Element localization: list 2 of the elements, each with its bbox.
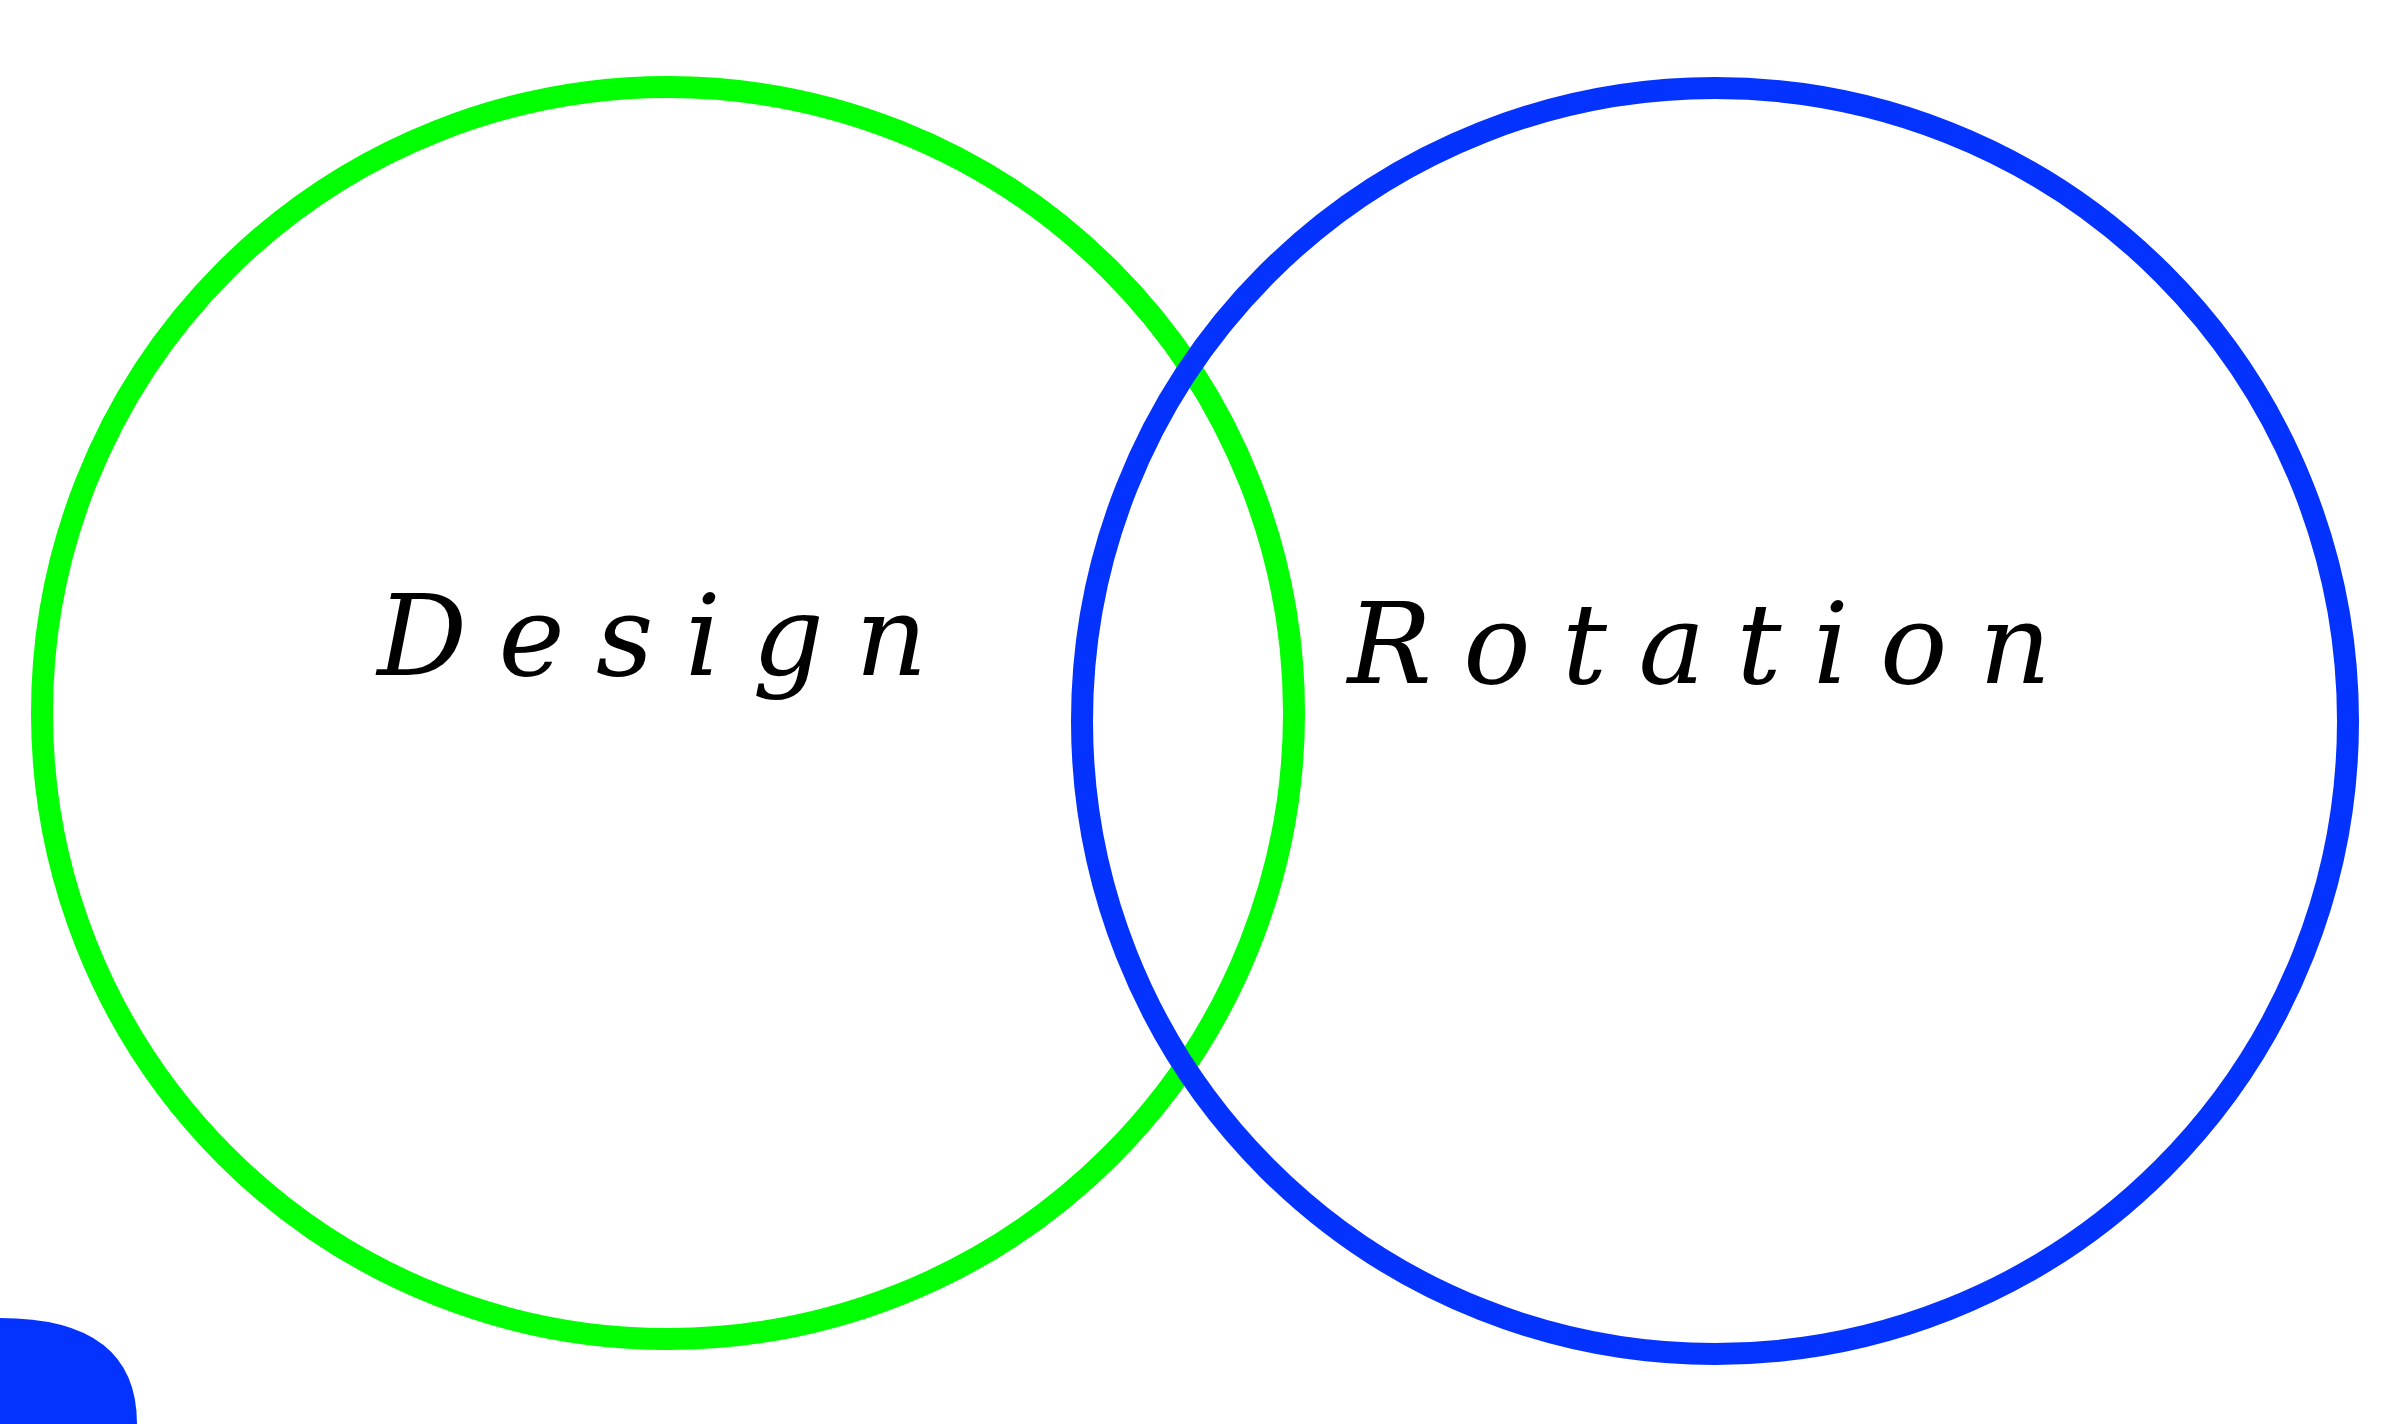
ring-label: Rotation (1347, 578, 2083, 709)
ring-label: Design (377, 571, 959, 702)
